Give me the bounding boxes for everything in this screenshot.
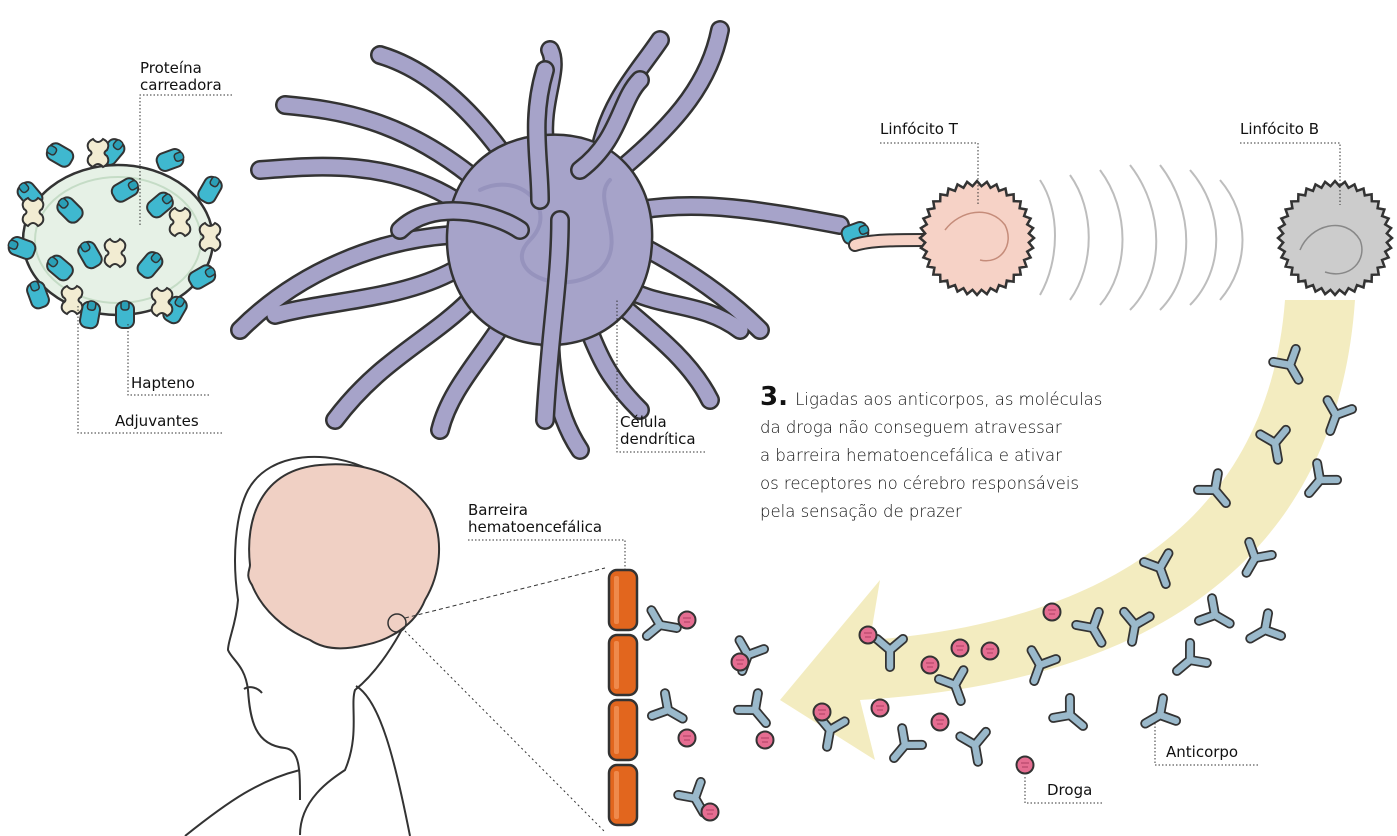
b-lymphocyte	[1278, 181, 1392, 295]
step-3-number: 3.	[760, 382, 788, 412]
step-3-line-2: da droga não conseguem atravessar	[760, 414, 1180, 442]
step-3-line-5: pela sensação de prazer	[760, 498, 1180, 526]
step-3-line-1: Ligadas aos anticorpos, as moléculas	[795, 390, 1102, 409]
label-hapten: Hapteno	[131, 375, 195, 392]
label-antibody: Anticorpo	[1166, 744, 1238, 761]
blood-brain-barrier-cells	[609, 570, 637, 825]
leader-barrier	[468, 540, 625, 572]
label-dendritic-cell: Célula dendrítica	[620, 414, 696, 448]
vaccine-particle	[6, 135, 225, 329]
t-lymphocyte	[920, 181, 1034, 295]
label-carrier-protein: Proteína carreadora	[140, 60, 222, 94]
step-3-line-4: os receptores no cérebro responsáveis	[760, 470, 1180, 498]
step-3-caption: 3. Ligadas aos anticorpos, as moléculas …	[760, 383, 1180, 526]
zoom-line-bottom	[405, 631, 605, 832]
label-b-lymphocyte: Linfócito B	[1240, 121, 1319, 138]
label-drug: Droga	[1047, 782, 1092, 799]
label-blood-brain-barrier: Barreira hematoencefálica	[468, 502, 602, 536]
brain	[248, 464, 439, 648]
antibody-stream-arrow	[780, 300, 1355, 760]
label-t-lymphocyte: Linfócito T	[880, 121, 958, 138]
label-adjuvants: Adjuvantes	[115, 413, 199, 430]
signal-waves	[1040, 165, 1243, 310]
dendritic-cell	[240, 30, 840, 450]
step-3-line-3: a barreira hematoencefálica e ativar	[760, 442, 1180, 470]
